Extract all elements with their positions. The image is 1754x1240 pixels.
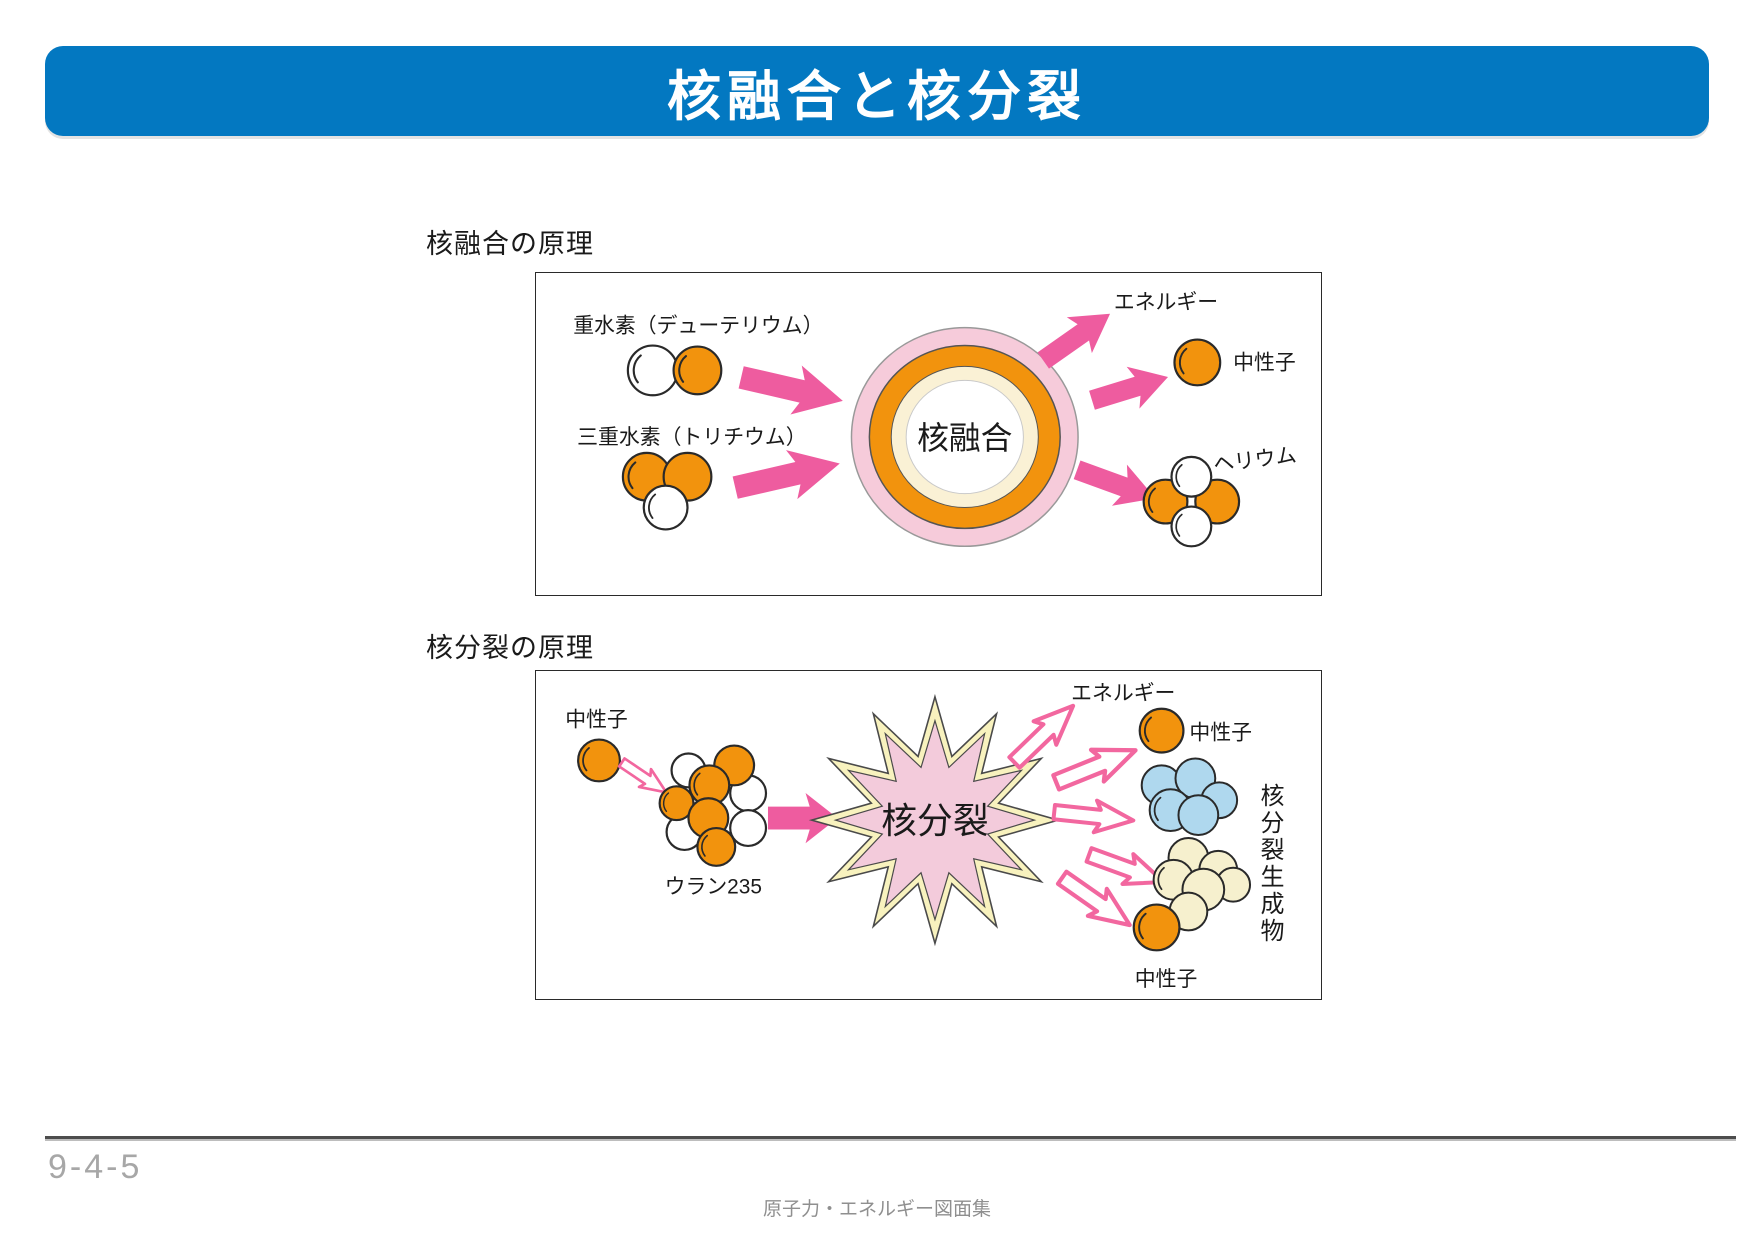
fission-neutron-top-arrow <box>1050 734 1142 798</box>
fission-section-heading: 核分裂の原理 <box>426 633 594 663</box>
fission-product-blue-cluster <box>1140 757 1239 836</box>
source-caption: 原子力・エネルギー図面集 <box>762 1199 991 1220</box>
fission-energy-label: エネルギー <box>1071 682 1175 705</box>
helium-label: ヘリウム <box>1212 444 1298 477</box>
uranium-label: ウラン235 <box>665 876 762 899</box>
fission-neutron-in-label: 中性子 <box>565 709 628 732</box>
page-title: 核融合と核分裂 <box>667 66 1087 127</box>
fission-center-label: 核分裂 <box>881 801 988 841</box>
fission-neutron-out-bottom-atom <box>1132 903 1181 952</box>
fission-neutron-out-bottom-label: 中性子 <box>1135 968 1198 991</box>
fusion-input-arrow-bottom <box>729 439 846 513</box>
fusion-diagram: 重水素（デューテリウム） 三重水素（トリチウム） <box>535 272 1322 596</box>
fission-starburst: 核分裂 <box>808 693 1062 947</box>
helium-atom <box>1142 455 1241 548</box>
deuterium-label: 重水素（デューテリウム） <box>573 315 823 338</box>
fusion-section-heading: 核融合の原理 <box>426 229 594 259</box>
fusion-neutron-label: 中性子 <box>1233 351 1296 374</box>
fission-product-blue-arrow <box>1050 794 1137 839</box>
deuterium-atom <box>626 344 723 397</box>
fission-diagram-svg: 中性子 ウラン235 <box>565 682 1252 991</box>
title-banner: 核融合と核分裂 <box>45 46 1709 136</box>
fusion-neutron-atom <box>1173 338 1222 387</box>
fusion-neutron-arrow <box>1085 356 1175 422</box>
fusion-energy-label: エネルギー <box>1114 291 1218 314</box>
fission-neutron-out-top-label: 中性子 <box>1189 722 1252 745</box>
fission-diagram: 中性子 ウラン235 <box>535 670 1322 1000</box>
page-number: 9-4-5 <box>48 1148 143 1186</box>
tritium-label: 三重水素（トリチウム） <box>577 426 806 449</box>
uranium-atom <box>658 744 768 867</box>
fusion-diagram-svg: 重水素（デューテリウム） 三重水素（トリチウム） <box>573 291 1298 548</box>
tritium-atom <box>621 451 713 531</box>
fission-energy-arrow <box>1003 694 1084 774</box>
fusion-ring: 核融合 <box>850 326 1079 548</box>
fission-products-label: 核分裂生成物 <box>1256 783 1283 945</box>
fission-neutron-in-atom <box>577 738 621 783</box>
fission-neutron-out-top-atom <box>1138 707 1185 754</box>
footer-divider <box>45 1136 1736 1139</box>
fusion-center-label: 核融合 <box>917 420 1012 456</box>
fusion-input-arrow-top <box>735 352 849 426</box>
fission-product-cream-cluster <box>1152 836 1252 932</box>
